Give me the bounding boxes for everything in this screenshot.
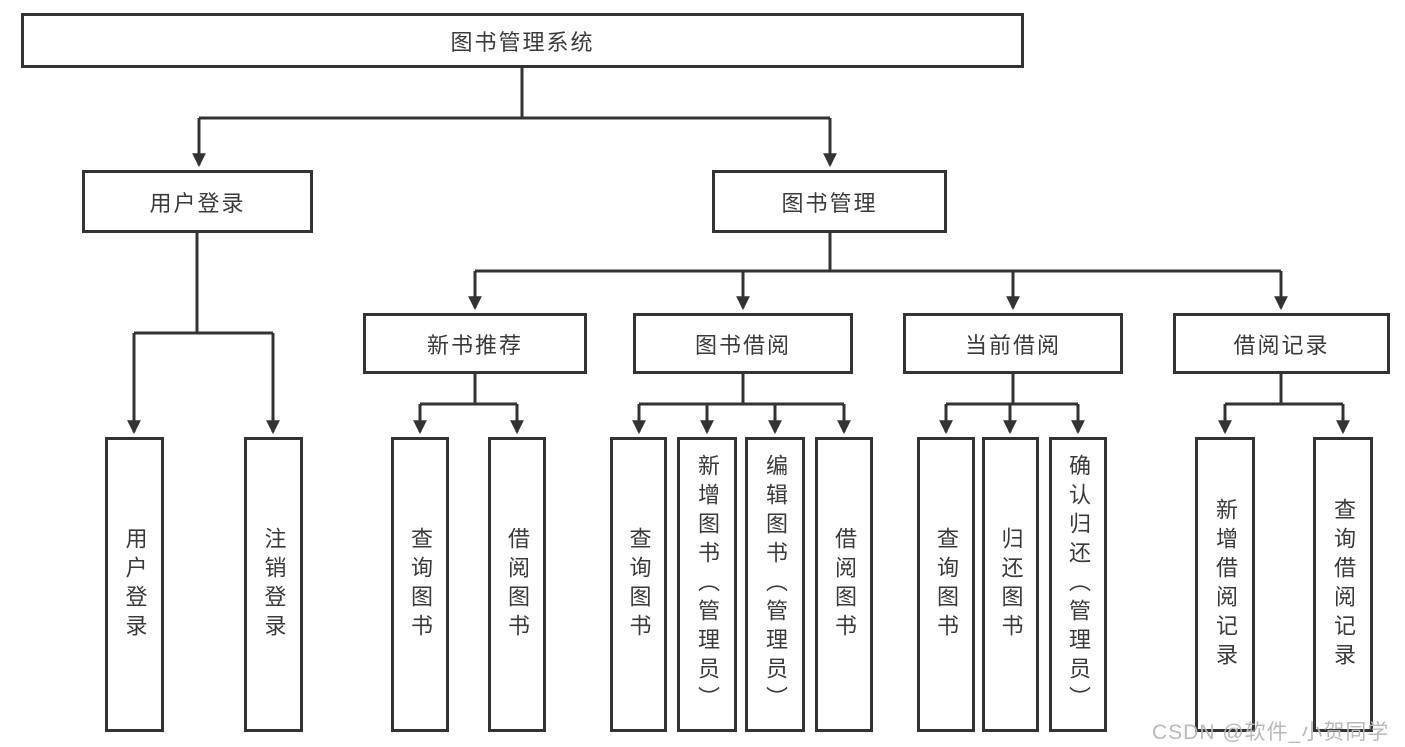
leaf-label: 新增图书（管理员） [695, 454, 720, 715]
leaf-user-login: 用户登录 [105, 437, 164, 732]
leaf-label: 新增借阅记录 [1213, 497, 1238, 672]
leaf-records-query-borrow-record: 查询借阅记录 [1313, 437, 1373, 732]
node-book-borrowing: 图书借阅 [633, 313, 853, 374]
leaf-logout-login: 注销登录 [244, 437, 303, 732]
leaf-label: 归还图书 [998, 526, 1024, 643]
leaf-borrowing-add-books-admin: 新增图书（管理员） [677, 437, 737, 732]
leaf-label: 用户登录 [122, 526, 148, 643]
leaf-label: 注销登录 [261, 526, 287, 643]
leaf-label: 确认归还（管理员） [1066, 454, 1091, 715]
leaf-label: 查询借阅记录 [1331, 497, 1356, 672]
leaf-borrowing-borrow-books: 借阅图书 [815, 437, 873, 732]
node-label: 借阅记录 [1233, 332, 1330, 358]
node-borrowing-records: 借阅记录 [1173, 313, 1390, 374]
node-label: 图书管理系统 [450, 29, 595, 55]
leaf-newbooks-query-books: 查询图书 [391, 437, 449, 732]
node-label: 当前借阅 [964, 332, 1061, 358]
leaf-label: 编辑图书（管理员） [763, 454, 788, 715]
leaf-current-return-books: 归还图书 [982, 437, 1039, 732]
leaf-records-add-borrow-record: 新增借阅记录 [1195, 437, 1255, 732]
node-label: 图书管理 [781, 190, 878, 216]
leaf-label: 查询图书 [626, 526, 652, 643]
node-label: 用户登录 [149, 190, 246, 216]
node-new-book-recommendation: 新书推荐 [363, 313, 587, 374]
leaf-borrowing-query-books: 查询图书 [610, 437, 667, 732]
node-label: 新书推荐 [426, 332, 523, 358]
leaf-newbooks-borrow-books: 借阅图书 [488, 437, 546, 732]
leaf-label: 借阅图书 [505, 526, 530, 643]
node-user-login: 用户登录 [82, 170, 313, 233]
node-book-management-system: 图书管理系统 [21, 13, 1024, 68]
leaf-borrowing-edit-books-admin: 编辑图书（管理员） [745, 437, 805, 732]
leaf-current-confirm-return-admin: 确认归还（管理员） [1049, 437, 1107, 732]
leaf-label: 查询图书 [934, 526, 959, 643]
node-current-borrowing: 当前借阅 [903, 313, 1123, 374]
node-label: 图书借阅 [694, 332, 791, 358]
leaf-current-query-books: 查询图书 [917, 437, 975, 732]
node-book-management: 图书管理 [712, 170, 947, 233]
csdn-watermark: CSDN @软件_小贺同学 [1152, 721, 1390, 744]
leaf-label: 查询图书 [408, 526, 433, 643]
leaf-label: 借阅图书 [832, 526, 857, 643]
